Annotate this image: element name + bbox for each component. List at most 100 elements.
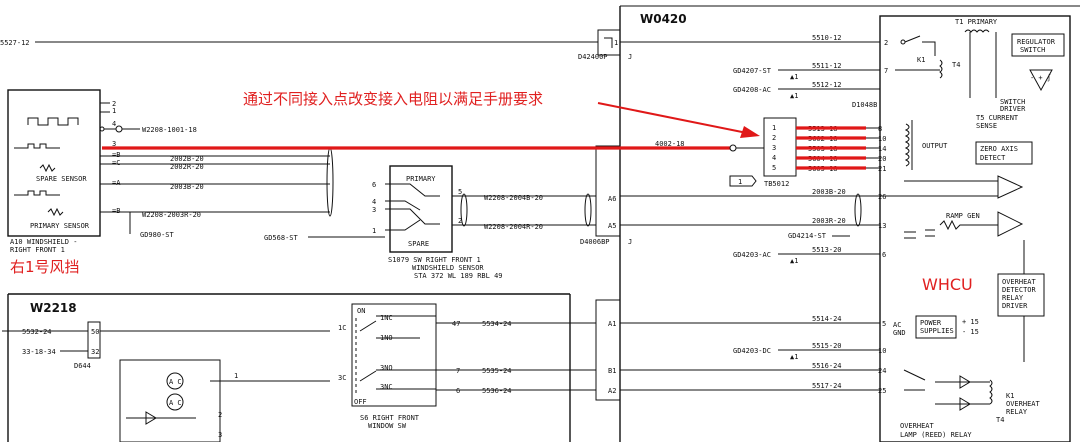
svg-text:D4006BP: D4006BP	[580, 238, 610, 246]
svg-text:S6 RIGHT FRONT: S6 RIGHT FRONT	[360, 414, 420, 422]
zero-axis-detect	[975, 141, 1033, 165]
svg-text:1: 1	[234, 372, 238, 380]
svg-text:OVERHEAT: OVERHEAT	[1006, 400, 1041, 408]
svg-text:▲1: ▲1	[790, 353, 798, 361]
svg-text:J: J	[628, 53, 632, 61]
svg-text:A10 WINDSHIELD -: A10 WINDSHIELD -	[10, 238, 77, 246]
svg-text:26: 26	[878, 193, 886, 201]
svg-text:1: 1	[772, 124, 776, 132]
svg-text:3NO: 3NO	[380, 364, 393, 372]
svg-text:7: 7	[884, 67, 888, 75]
svg-text:GD4203-AC: GD4203-AC	[733, 251, 771, 259]
svg-text:2003B-20: 2003B-20	[170, 183, 204, 191]
svg-text:32: 32	[91, 348, 99, 356]
svg-text:T5 CURRENT: T5 CURRENT	[976, 114, 1019, 122]
svg-text:1: 1	[372, 227, 376, 235]
svg-text:W2208-2003R-20: W2208-2003R-20	[142, 211, 201, 219]
svg-text:2: 2	[458, 217, 462, 225]
svg-text:1C: 1C	[338, 324, 346, 332]
svg-text:A C: A C	[169, 378, 182, 386]
svg-text:6: 6	[372, 181, 376, 189]
svg-text:A5: A5	[608, 222, 616, 230]
svg-text:1: 1	[112, 107, 116, 115]
svg-text:D1048B: D1048B	[852, 101, 877, 109]
svg-text:A2: A2	[608, 387, 616, 395]
svg-text:POWER: POWER	[920, 319, 942, 327]
power-supplies	[915, 315, 957, 339]
svg-text:2: 2	[772, 134, 776, 142]
svg-text:5510-12: 5510-12	[812, 34, 842, 42]
svg-text:1NC: 1NC	[380, 314, 393, 322]
svg-text:SPARE SENSOR: SPARE SENSOR	[36, 175, 87, 183]
svg-text:5535-24: 5535-24	[482, 367, 512, 375]
svg-text:24: 24	[878, 367, 886, 375]
svg-text:20: 20	[878, 155, 886, 163]
svg-text:OFF: OFF	[354, 398, 367, 406]
svg-text:4: 4	[112, 120, 116, 128]
overheat-detector	[997, 273, 1045, 317]
svg-text:13: 13	[878, 222, 886, 230]
svg-text:=C: =C	[112, 159, 120, 167]
d42400p-label: D42400P	[578, 53, 608, 61]
svg-text:A1: A1	[608, 320, 616, 328]
svg-text:5512-12: 5512-12	[812, 81, 842, 89]
svg-text:6: 6	[882, 251, 886, 259]
svg-text:SENSE: SENSE	[976, 122, 997, 130]
svg-text:DRIVER: DRIVER	[1002, 302, 1028, 310]
svg-text:DRIVER: DRIVER	[1000, 105, 1026, 113]
svg-text:+ 15: + 15	[962, 318, 979, 326]
w2218-title: W2218	[30, 301, 77, 315]
svg-text:WINDSHIELD SENSOR: WINDSHIELD SENSOR	[412, 264, 484, 272]
svg-text:B1: B1	[608, 367, 616, 375]
svg-text:DETECTOR: DETECTOR	[1002, 286, 1037, 294]
svg-text:2002B-20: 2002B-20	[170, 155, 204, 163]
d4006bp-connector	[595, 145, 621, 237]
svg-text:3: 3	[772, 144, 776, 152]
svg-text:- + ∫: - + ∫	[1030, 73, 1051, 82]
svg-text:GD980-ST: GD980-ST	[140, 231, 175, 239]
svg-text:10: 10	[878, 135, 886, 143]
svg-text:5511-12: 5511-12	[812, 62, 842, 70]
annotation-arrow	[597, 102, 753, 135]
svg-text:RELAY: RELAY	[1002, 294, 1024, 302]
svg-text:4: 4	[772, 154, 776, 162]
tb5012-block	[763, 117, 797, 177]
svg-text:47: 47	[452, 320, 460, 328]
svg-text:4002-18: 4002-18	[655, 140, 685, 148]
svg-text:25: 25	[878, 387, 886, 395]
svg-text:RAMP GEN: RAMP GEN	[946, 212, 980, 220]
svg-text:4: 4	[372, 198, 376, 206]
svg-text:7: 7	[456, 367, 460, 375]
svg-text:T4: T4	[952, 61, 960, 69]
svg-text:T4: T4	[996, 416, 1004, 424]
svg-text:3NC: 3NC	[380, 383, 393, 391]
wire-label-5527: 5527-12	[0, 39, 30, 47]
svg-text:6: 6	[456, 387, 460, 395]
svg-text:SUPPLIES: SUPPLIES	[920, 327, 954, 335]
svg-text:S1079 SW RIGHT FRONT 1: S1079 SW RIGHT FRONT 1	[388, 256, 481, 264]
regulator-switch	[1011, 33, 1065, 57]
svg-text:T1 PRIMARY: T1 PRIMARY	[955, 18, 998, 26]
svg-text:W2208-1001-18: W2208-1001-18	[142, 126, 197, 134]
svg-text:SPARE: SPARE	[408, 240, 429, 248]
svg-text:2003R-20: 2003R-20	[812, 217, 846, 225]
svg-text:3C: 3C	[338, 374, 346, 382]
svg-text:J: J	[628, 238, 632, 246]
svg-text:DETECT: DETECT	[980, 154, 1006, 162]
svg-text:5532-24: 5532-24	[22, 328, 52, 336]
svg-text:2003B-20: 2003B-20	[812, 188, 846, 196]
svg-text:5514-24: 5514-24	[812, 315, 842, 323]
svg-text:K1: K1	[917, 56, 925, 64]
svg-text:14: 14	[878, 145, 886, 153]
svg-text:50: 50	[91, 328, 99, 336]
svg-text:▲1: ▲1	[790, 92, 798, 100]
svg-text:5517-24: 5517-24	[812, 382, 842, 390]
svg-text:2: 2	[884, 39, 888, 47]
svg-text:5536-24: 5536-24	[482, 387, 512, 395]
svg-text:5515-20: 5515-20	[812, 342, 842, 350]
svg-text:8: 8	[878, 125, 882, 133]
svg-text:GD4208-AC: GD4208-AC	[733, 86, 771, 94]
svg-text:WINDOW SW: WINDOW SW	[368, 422, 407, 430]
svg-text:▲1: ▲1	[790, 257, 798, 265]
